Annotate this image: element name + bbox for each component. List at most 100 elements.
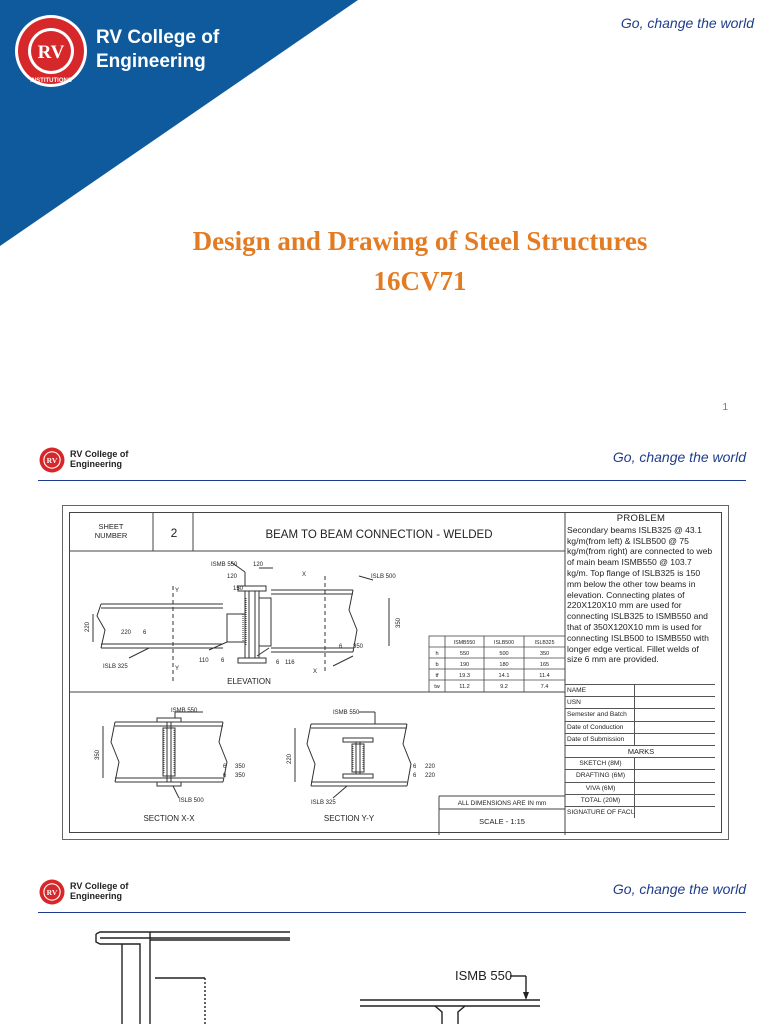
table-cell: 550 xyxy=(460,651,469,657)
weld-220: 220 xyxy=(121,630,132,636)
elevation-label: ELEVATION xyxy=(227,677,271,686)
weld-116: 116 xyxy=(285,660,295,666)
course-code: 16CV71 xyxy=(373,266,467,296)
college-logo-icon: RV xyxy=(38,446,66,474)
section-xx-label: SECTION X-X xyxy=(143,814,195,823)
weld-220: 220 xyxy=(425,764,436,770)
college-name-line1: RV College of xyxy=(70,449,129,459)
info-row: DRAFTING (6M) xyxy=(565,769,715,782)
detail-drawing-svg: ISMB 550 xyxy=(95,931,540,1024)
sheet-number: 2 xyxy=(171,526,178,540)
table-cell: 500 xyxy=(499,651,508,657)
slide-header: RV RV College of Engineering Go, change … xyxy=(0,874,768,920)
page-number: 1 xyxy=(722,402,728,413)
college-name: RV College of Engineering xyxy=(96,26,219,74)
label-x: X xyxy=(313,669,317,675)
section-yy-view: ISMB 550 220 6 220 6 220 ISLB 325 SECTIO… xyxy=(287,710,436,823)
table-cell: 11.4 xyxy=(539,673,549,679)
weld-6: 6 xyxy=(143,630,147,636)
info-row-value xyxy=(635,734,715,745)
college-logo-icon: RV INSTITUTIONS xyxy=(15,15,87,87)
dim-350: 350 xyxy=(95,749,101,760)
info-row: USN xyxy=(565,696,715,709)
problem-text: Secondary beams ISLB325 @ 43.1 kg/m(from… xyxy=(567,524,713,665)
table-cell: 9.2 xyxy=(500,684,508,690)
section-yy-label: SECTION Y-Y xyxy=(324,814,375,823)
info-row-value xyxy=(635,709,715,720)
info-row: Date of Submission xyxy=(565,732,715,745)
info-row: MARKS xyxy=(565,744,715,757)
info-row-label: USN xyxy=(565,697,635,709)
info-row-label: NAME xyxy=(565,685,635,697)
problem-statement: PROBLEM Secondary beams ISLB325 @ 43.1 k… xyxy=(567,513,715,684)
info-row-value xyxy=(635,783,715,794)
table-cell: tw xyxy=(434,684,441,690)
weld-6: 6 xyxy=(221,658,225,664)
dimensions-note: ALL DIMENSIONS ARE IN mm xyxy=(458,800,547,807)
weld-6: 6 xyxy=(223,764,227,770)
info-row: SIGNATURE OF FACULTY xyxy=(565,805,715,819)
table-cell: 350 xyxy=(540,651,549,657)
info-row: Date of Conduction xyxy=(565,720,715,733)
sheet-border xyxy=(69,512,722,833)
info-row: SKETCH (8M) xyxy=(565,757,715,770)
label-islb500: ISLB 500 xyxy=(371,574,396,580)
drawing-svg: SHEET NUMBER 2 BEAM TO BEAM CONNECTION -… xyxy=(69,512,566,835)
table-header-cell: ISLB500 xyxy=(494,640,514,646)
label-ismb550: ISMB 550 xyxy=(455,968,512,983)
table-cell: 190 xyxy=(460,662,469,668)
dim-220: 220 xyxy=(287,753,293,764)
label-ismb550: ISMB 550 xyxy=(171,708,198,714)
blue-banner xyxy=(0,0,358,246)
college-name-line2: Engineering xyxy=(70,459,123,469)
college-logo-icon: RV xyxy=(38,878,66,906)
table-cell: h xyxy=(435,651,438,657)
college-name: RV College of Engineering xyxy=(70,449,128,469)
scale-note: SCALE - 1:15 xyxy=(479,817,525,826)
dim-220: 220 xyxy=(85,621,91,632)
college-name: RV College of Engineering xyxy=(70,881,128,901)
label-y: Y xyxy=(175,588,179,594)
header-divider xyxy=(38,912,746,913)
dim-120: 120 xyxy=(253,562,264,568)
college-name-line1: RV College of xyxy=(96,27,220,48)
info-row-label: Date of Submission xyxy=(565,733,635,745)
table-header-cell: ISMB550 xyxy=(454,640,475,646)
info-row-value xyxy=(635,758,715,769)
label-ismb550: ISMB 550 xyxy=(333,710,360,716)
table-cell: 180 xyxy=(499,662,508,668)
info-row-label: SIGNATURE OF FACULTY xyxy=(565,806,635,819)
info-row-label: Semester and Batch xyxy=(565,709,635,721)
info-row-value xyxy=(635,697,715,708)
elevation-view: ISMB 550 120 120 150 X ISLB 500 Y 220 22… xyxy=(85,561,402,686)
logo-text: RV xyxy=(38,42,65,63)
table-cell: b xyxy=(435,662,438,668)
svg-text:RV: RV xyxy=(47,456,58,465)
weld-350: 350 xyxy=(353,644,364,650)
college-name-line2: Engineering xyxy=(70,891,123,901)
info-row-value xyxy=(635,807,715,818)
college-name-line2: Engineering xyxy=(96,51,206,72)
label-islb500: ISLB 500 xyxy=(179,798,204,804)
slide-header: RV RV College of Engineering Go, change … xyxy=(0,442,768,488)
info-row: TOTAL (20M) xyxy=(565,793,715,806)
info-row-label: TOTAL (20M) xyxy=(565,794,635,806)
drawing-sheet: SHEET NUMBER 2 BEAM TO BEAM CONNECTION -… xyxy=(62,505,729,840)
info-row-label: SKETCH (8M) xyxy=(565,758,635,770)
info-row-value xyxy=(635,770,715,781)
dim-120: 120 xyxy=(227,574,238,580)
tagline: Go, change the world xyxy=(620,15,754,31)
weld-6: 6 xyxy=(223,773,227,779)
info-row: NAME xyxy=(565,684,715,697)
course-title: Design and Drawing of Steel Structures xyxy=(192,226,648,256)
detail-drawing: ISMB 550 xyxy=(0,920,768,1024)
logo-ring-text: INSTITUTIONS xyxy=(30,78,72,84)
info-row-value xyxy=(635,795,715,806)
info-row: VIVA (6M) xyxy=(565,781,715,794)
section-xx-view: ISMB 550 350 6 350 6 350 ISLB 500 SECTIO… xyxy=(95,708,246,823)
tagline: Go, change the world xyxy=(612,881,746,897)
label-islb325: ISLB 325 xyxy=(311,800,336,806)
label-y: Y xyxy=(175,666,179,672)
